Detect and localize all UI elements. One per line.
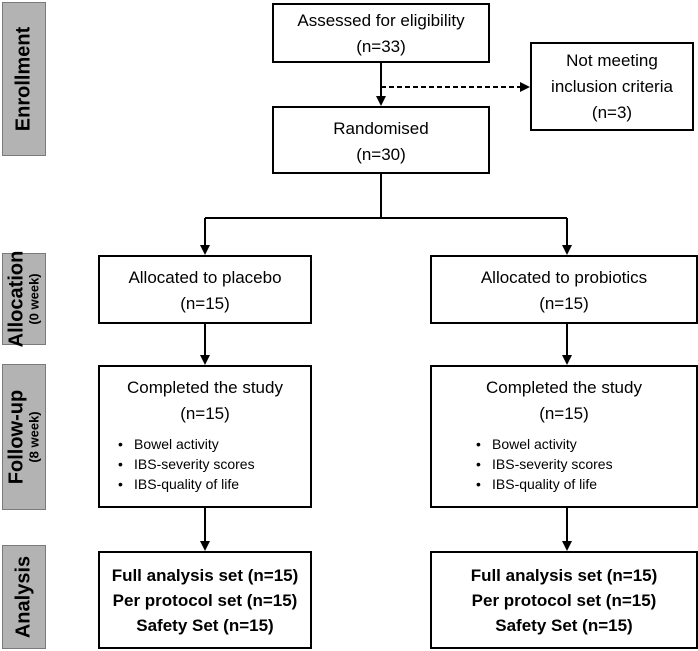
probiotics-outcome-list: Bowel activity IBS-severity scores IBS-q… — [476, 434, 613, 494]
probiotics-per-protocol: Per protocol set (n=15) — [471, 591, 657, 610]
probiotics-allocation-title: Allocated to probiotics — [480, 268, 648, 287]
excluded-box: Not meeting inclusion criteria (n=3) — [530, 42, 694, 131]
stage-enrollment: Enrollment — [2, 2, 46, 156]
placebo-allocation-box: Allocated to placebo (n=15) — [98, 255, 312, 324]
stage-allocation: Allocation (0 week) — [2, 250, 46, 348]
placebo-followup-count: (n=15) — [180, 404, 230, 423]
placebo-full-analysis: Full analysis set (n=15) — [111, 566, 299, 585]
probiotics-analysis-box: Full analysis set (n=15) Per protocol se… — [430, 551, 698, 649]
stage-allocation-label: Allocation — [5, 250, 28, 348]
placebo-analysis-box: Full analysis set (n=15) Per protocol se… — [98, 551, 312, 649]
probiotics-full-analysis: Full analysis set (n=15) — [470, 566, 658, 585]
stage-analysis-label: Analysis — [12, 555, 35, 639]
probiotics-followup-count: (n=15) — [539, 404, 589, 423]
placebo-followup-box: Completed the study (n=15) Bowel activit… — [98, 365, 312, 508]
randomised-count: (n=30) — [356, 145, 406, 164]
placebo-allocation-count: (n=15) — [180, 294, 230, 313]
placebo-allocation-title: Allocated to placebo — [128, 268, 282, 287]
probiotics-safety-set: Safety Set (n=15) — [495, 616, 633, 635]
outcome-item: IBS-quality of life — [118, 474, 255, 494]
stage-followup: Follow-up (8 week) — [2, 364, 46, 510]
probiotics-followup-title: Completed the study — [486, 378, 642, 397]
placebo-outcome-list: Bowel activity IBS-severity scores IBS-q… — [118, 434, 255, 494]
probiotics-allocation-box: Allocated to probiotics (n=15) — [430, 255, 698, 324]
stage-enrollment-label: Enrollment — [12, 26, 35, 132]
randomised-box: Randomised (n=30) — [272, 106, 490, 174]
outcome-item: IBS-severity scores — [118, 454, 255, 474]
excluded-count: (n=3) — [591, 103, 633, 122]
stage-allocation-sub: (0 week) — [26, 273, 42, 325]
assessed-title: Assessed for eligibility — [297, 11, 465, 30]
randomised-title: Randomised — [333, 119, 429, 138]
stage-followup-sub: (8 week) — [26, 411, 42, 463]
outcome-item: Bowel activity — [476, 434, 613, 454]
outcome-item: IBS-quality of life — [476, 474, 613, 494]
outcome-item: IBS-severity scores — [476, 454, 613, 474]
outcome-item: Bowel activity — [118, 434, 255, 454]
probiotics-followup-box: Completed the study (n=15) Bowel activit… — [430, 365, 698, 508]
excluded-title-2: inclusion criteria — [551, 77, 673, 96]
placebo-safety-set: Safety Set (n=15) — [136, 616, 274, 635]
stage-followup-label: Follow-up — [5, 389, 28, 485]
excluded-title-1: Not meeting — [566, 51, 658, 70]
probiotics-allocation-count: (n=15) — [539, 294, 589, 313]
stage-analysis: Analysis — [2, 545, 46, 649]
assessed-count: (n=33) — [356, 37, 406, 56]
placebo-per-protocol: Per protocol set (n=15) — [112, 591, 298, 610]
placebo-followup-title: Completed the study — [127, 378, 283, 397]
assessed-box: Assessed for eligibility (n=33) — [272, 3, 490, 63]
